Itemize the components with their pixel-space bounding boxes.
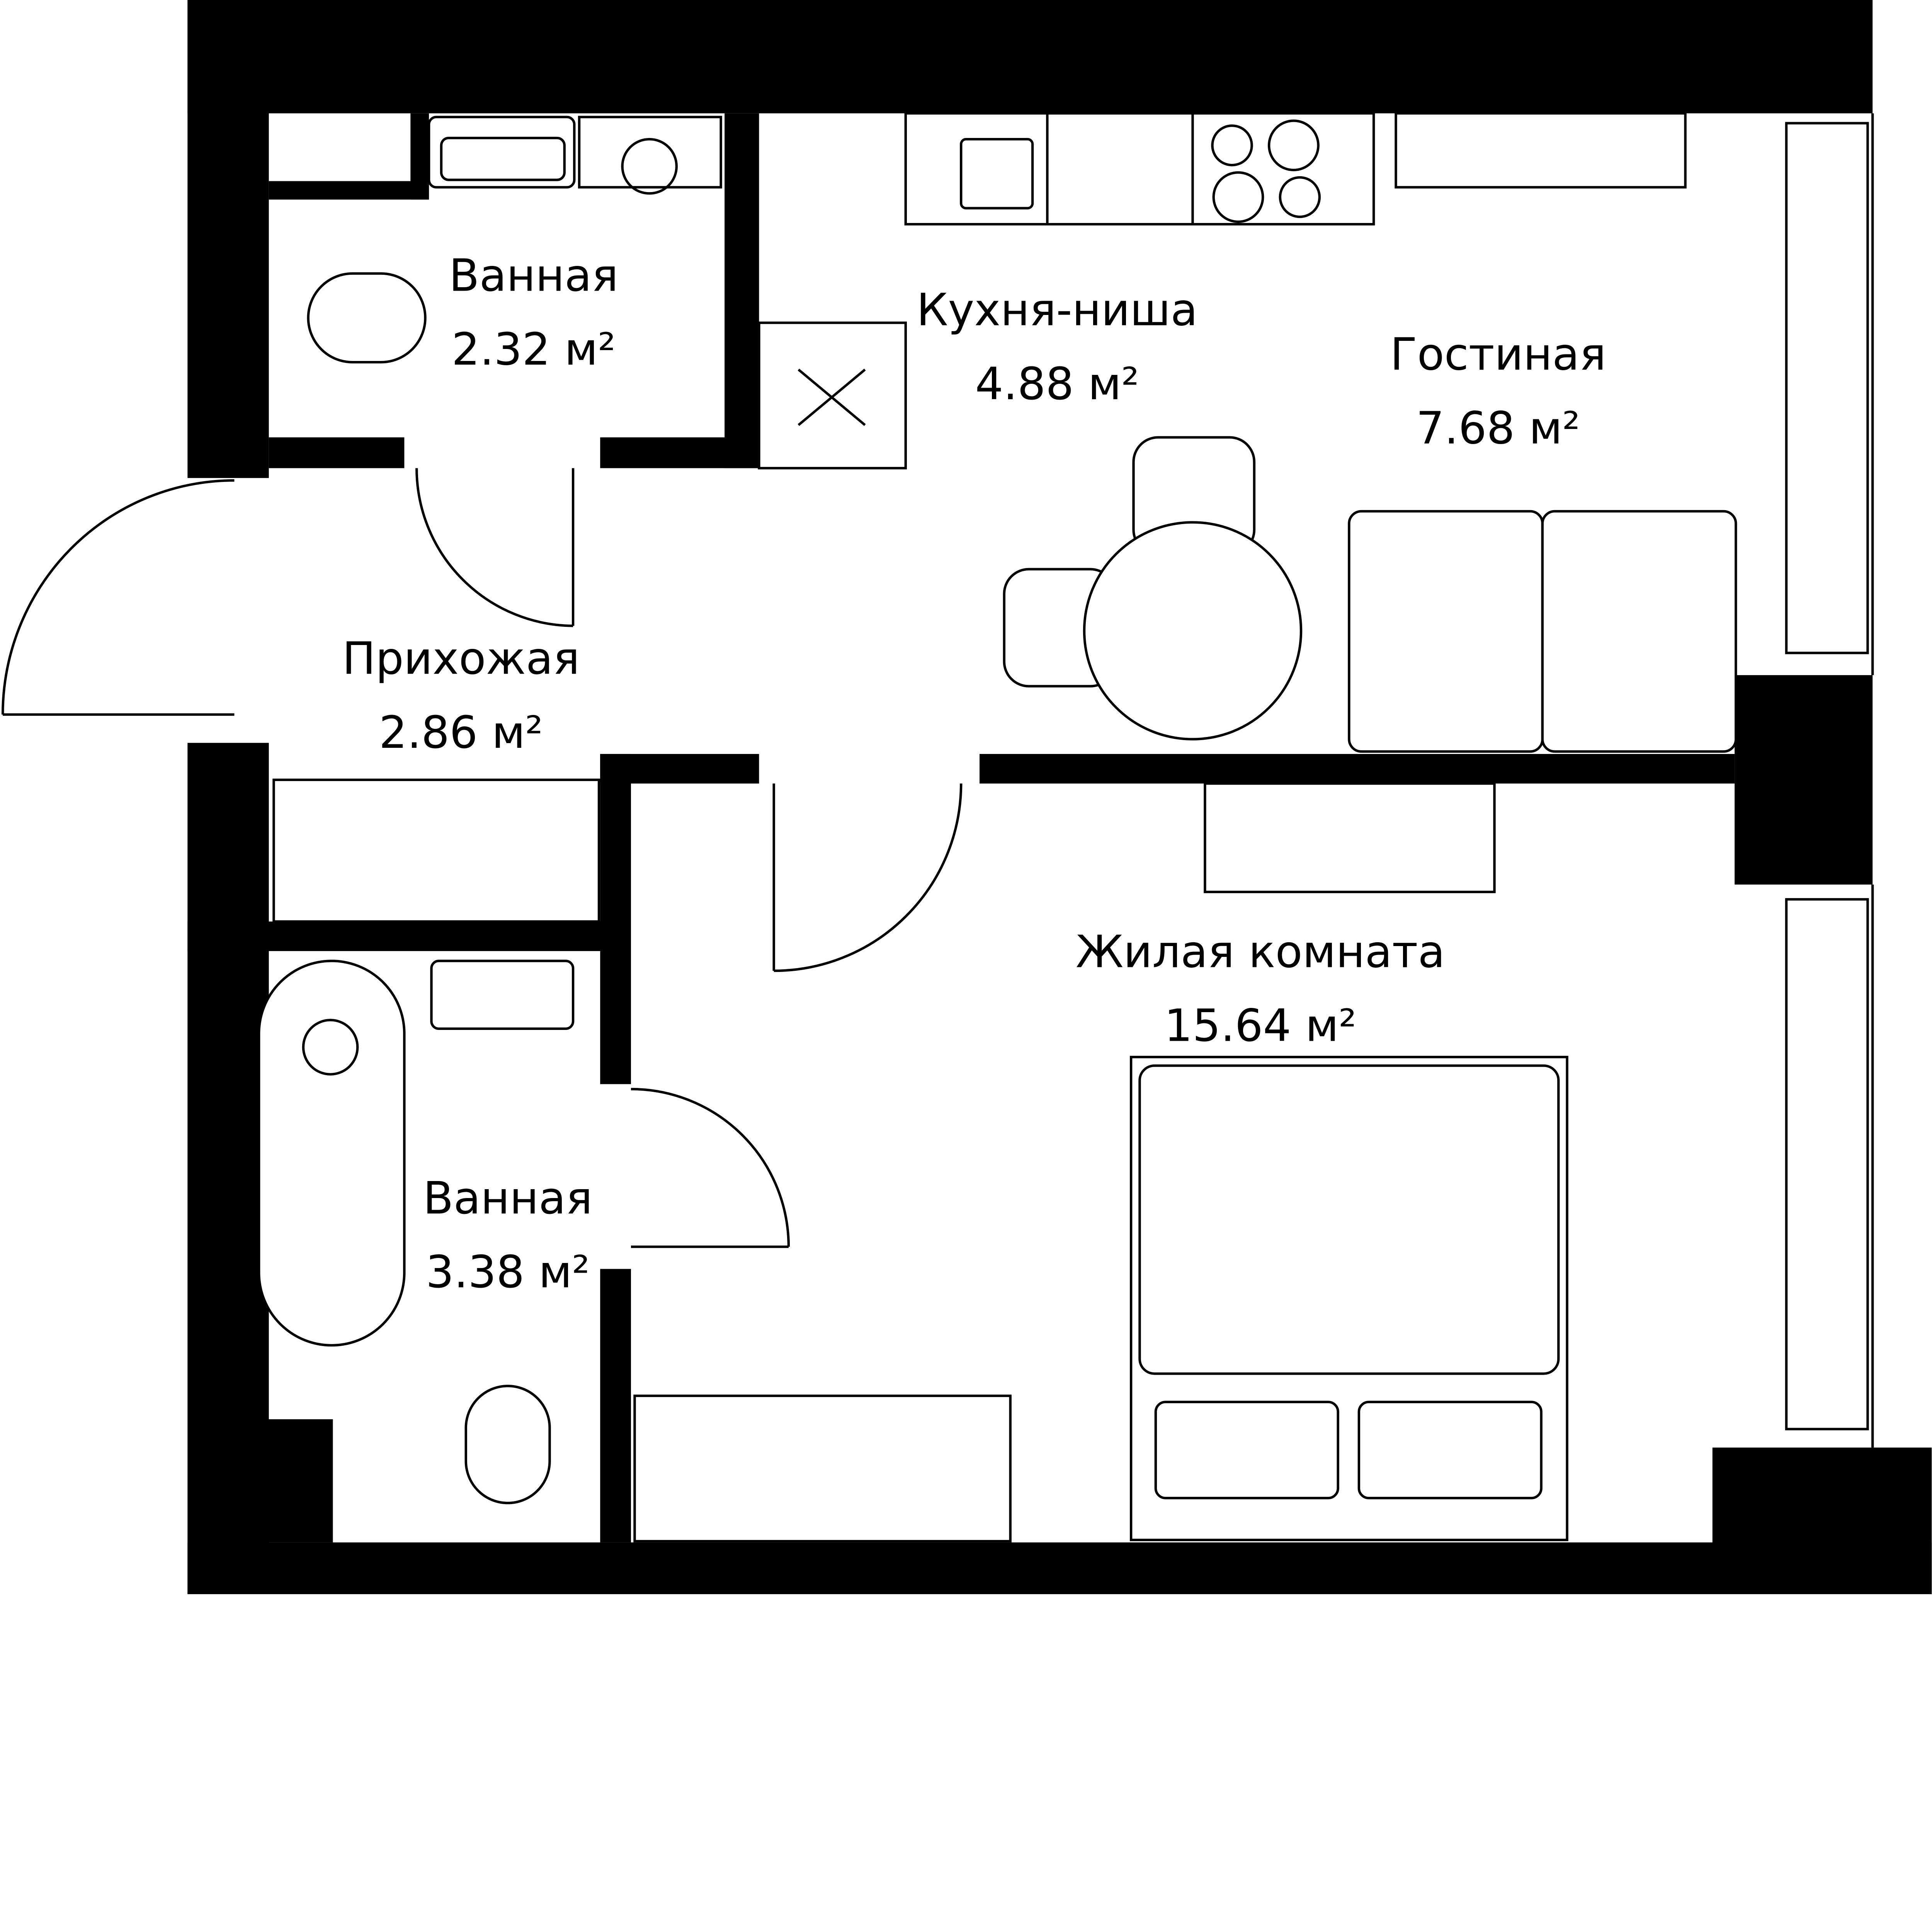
tv-stand	[1395, 112, 1687, 189]
room-name: Прихожая	[342, 633, 580, 685]
toilet-2	[464, 1385, 551, 1505]
room-name: Гостиная	[1390, 328, 1606, 380]
door-entrance	[1, 479, 235, 716]
wardrobe	[272, 778, 600, 923]
room-name: Ванная	[449, 250, 618, 301]
room-area: 2.86 м²	[379, 707, 543, 759]
fridge	[758, 322, 907, 470]
room-area: 15.64 м²	[1164, 1000, 1357, 1052]
wardrobe-2	[633, 1394, 1012, 1543]
walls	[187, 0, 1932, 1594]
table	[1083, 521, 1303, 740]
floor-plan: Ванная 2.32 м² Кухня-ниша 4.88 м² Гостин…	[1, 0, 1932, 1594]
sofa	[1348, 510, 1544, 753]
toilet	[307, 272, 427, 364]
washing-machine	[578, 116, 722, 189]
sink-2	[430, 960, 575, 1030]
door-bath-2	[631, 1088, 790, 1248]
room-labels: Ванная 2.32 м² Кухня-ниша 4.88 м² Гостин…	[342, 250, 1606, 1298]
room-name: Жилая комната	[1076, 926, 1445, 978]
room-area: 4.88 м²	[975, 358, 1139, 410]
desk	[1204, 782, 1496, 894]
room-name: Ванная	[423, 1173, 592, 1224]
furniture	[1, 112, 1737, 1543]
door-bath-1	[415, 468, 575, 627]
room-area: 3.38 м²	[426, 1246, 590, 1298]
room-area: 2.32 м²	[452, 324, 616, 376]
door-bedroom	[772, 783, 963, 972]
room-area: 7.68 м²	[1416, 403, 1580, 454]
room-name: Кухня-ниша	[917, 284, 1198, 336]
bathtub	[258, 960, 406, 1347]
windows	[1785, 113, 1874, 1448]
